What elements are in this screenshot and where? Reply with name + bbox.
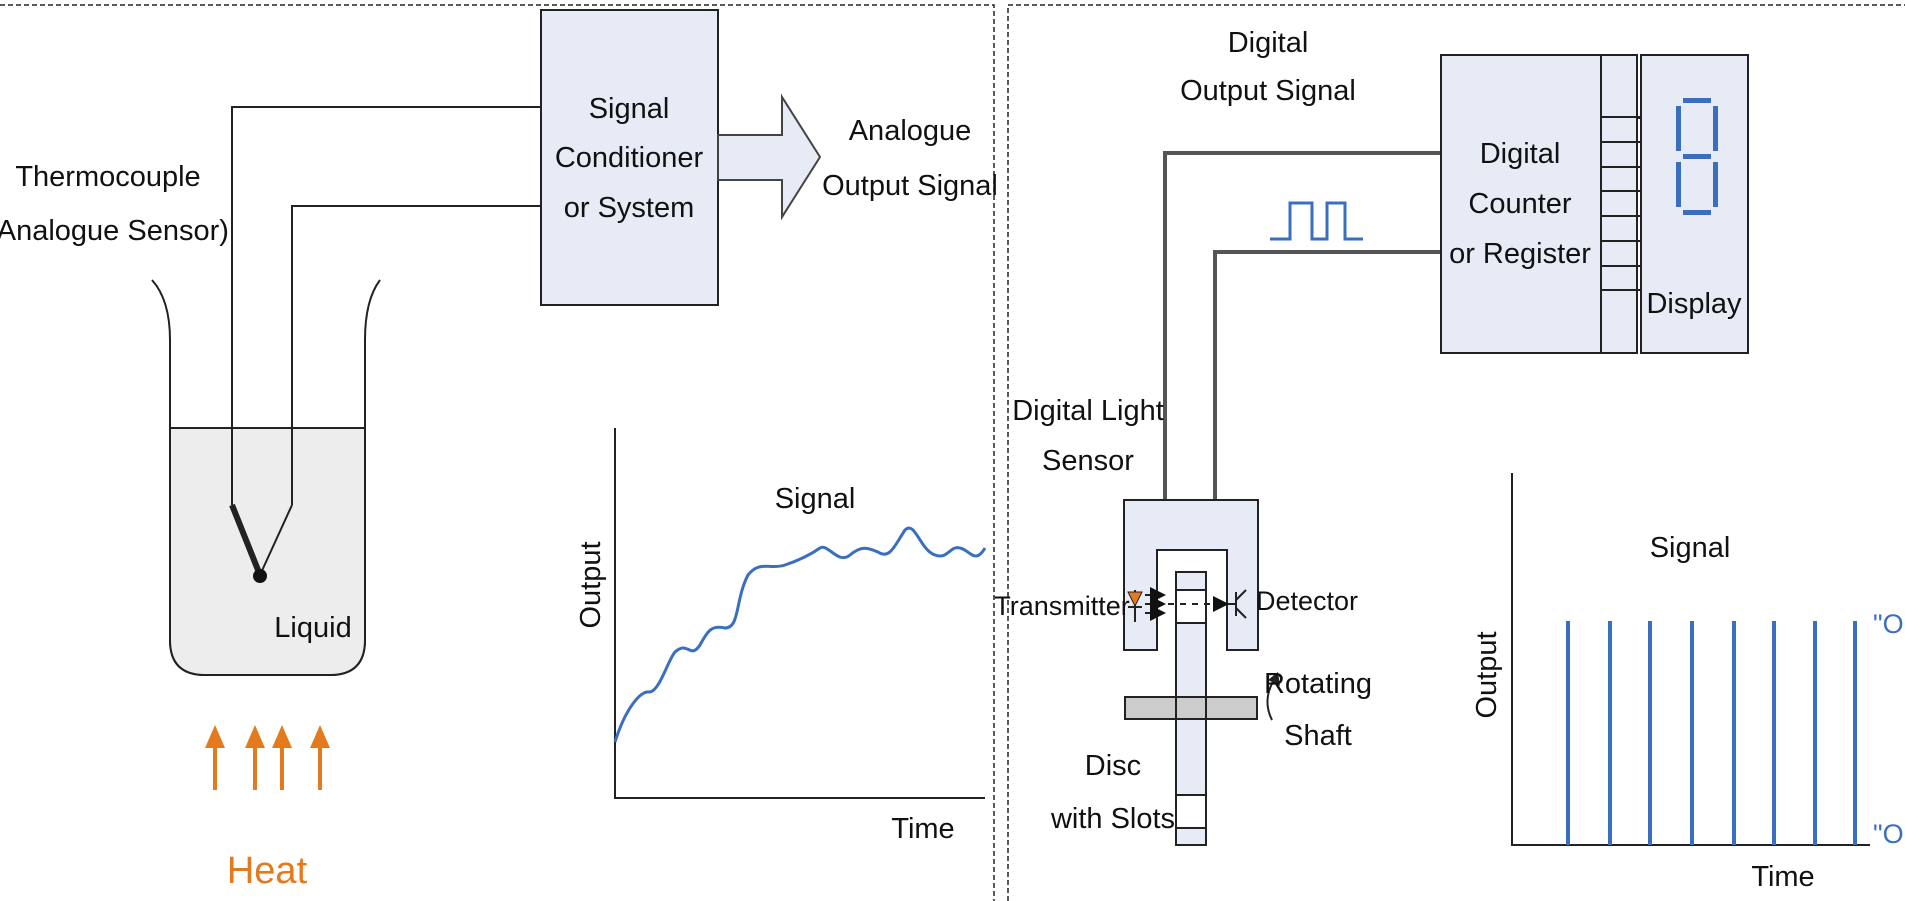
disc-label-line1: Disc: [1085, 750, 1141, 782]
digital-graph-ylabel: Output: [1471, 631, 1503, 718]
liquid-label: Liquid: [274, 612, 351, 644]
display-box: [1640, 54, 1749, 354]
right-panel-border: [1007, 4, 1905, 901]
left-panel-border: [0, 4, 995, 901]
heat-arrows: [205, 725, 330, 790]
light-sensor-label-line1: Digital Light: [1012, 395, 1164, 427]
thermocouple-label-line1: Thermocouple: [15, 161, 200, 193]
pulse-train-icon: [1270, 201, 1363, 241]
thermocouple-probe: [229, 106, 540, 583]
analogue-output-arrow: [717, 93, 822, 221]
digital-pulse-lines: [1566, 621, 1857, 845]
digital-graph-axes: [1511, 473, 1870, 846]
digital-graph-xlabel: Time: [1751, 861, 1814, 893]
analogue-graph-xlabel: Time: [891, 813, 954, 845]
slotted-disc: [1175, 571, 1207, 846]
liquid: [169, 427, 366, 676]
conditioner-label-line1: Signal: [589, 93, 670, 125]
off-label: "OFF": [1873, 819, 1905, 849]
analogue-output-label-line2: Output Signal: [822, 170, 998, 202]
rotating-shaft-label-line1: Rotating: [1264, 668, 1372, 700]
rotation-arrow-icon: [1266, 672, 1280, 721]
on-label: "ON": [1873, 609, 1905, 639]
heat-label: Heat: [227, 850, 308, 892]
rotating-shaft-label-line2: Shaft: [1284, 720, 1352, 752]
conditioner-label-line2: Conditioner: [555, 142, 704, 174]
analogue-graph-ylabel: Output: [575, 541, 607, 628]
sensor-wires: [1163, 151, 1441, 500]
analogue-graph-title: Signal: [775, 483, 856, 515]
analogue-output-label-line1: Analogue: [849, 115, 972, 147]
counter-display-connectors: [1601, 116, 1641, 291]
digital-output-label-line2: Output Signal: [1180, 75, 1356, 107]
counter-label-line1: Digital: [1480, 138, 1561, 170]
light-sensor-housing: [1123, 499, 1259, 651]
counter-label-line3: or Register: [1449, 238, 1591, 270]
transmitter-label: Transmitter: [994, 591, 1130, 621]
seven-segment-digit-icon: [1676, 98, 1718, 215]
transmitter-led-icon: [1127, 587, 1166, 622]
digital-counter-box-edge: [1440, 54, 1602, 354]
counter-label-line2: Counter: [1468, 188, 1572, 220]
disc-label-line2: with Slots: [1050, 803, 1175, 835]
display-label: Display: [1646, 288, 1742, 320]
light-sensor-label-line2: Sensor: [1042, 445, 1134, 477]
conditioner-label-line3: or System: [564, 192, 695, 224]
analogue-graph-axes: [614, 428, 985, 799]
detector-transistor-icon: [1228, 589, 1247, 619]
detector-label: Detector: [1256, 586, 1358, 616]
digital-output-label-line1: Digital: [1228, 27, 1309, 59]
digital-graph-title: Signal: [1650, 532, 1731, 564]
analogue-signal-curve: [613, 526, 987, 743]
thermocouple-label-line2: (Analogue Sensor): [0, 215, 229, 247]
